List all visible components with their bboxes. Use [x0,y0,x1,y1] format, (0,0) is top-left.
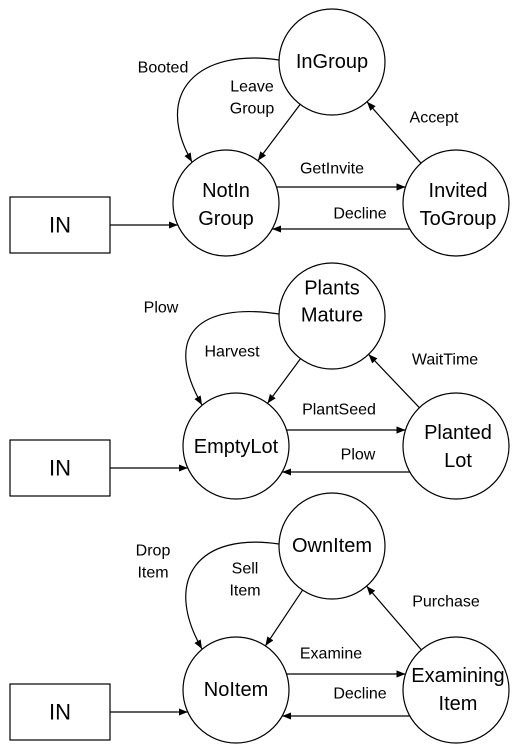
transition-arrow [267,358,301,404]
transition-arrow [264,589,304,647]
state-label: OwnItem [292,535,372,557]
transition-arc [185,541,280,650]
transition-arrow [368,353,420,409]
transition-label: Item [229,583,260,600]
state-label: Invited [429,180,488,202]
state-node-right [402,149,510,257]
state-label: Planted [424,422,492,444]
state-node-top [278,262,386,370]
state-machine-2: INPlantsMatureEmptyLotPlantedLotPlowHarv… [9,262,510,500]
transition-arrow [366,585,422,651]
state-label: NoItem [204,679,268,701]
transition-label: Booted [138,60,189,77]
transition-label: PlantSeed [302,402,376,419]
transition-label: Decline [333,206,386,223]
state-node-top [278,8,386,116]
transition-arrow [257,104,301,161]
state-node-right [402,636,510,744]
state-label: Group [198,208,254,230]
entry-box [9,196,111,254]
transition-label: Accept [410,110,459,127]
state-label: Mature [301,305,363,327]
state-label: InGroup [296,51,368,73]
transition-label: Item [137,565,168,582]
state-label: EmptyLot [194,436,279,458]
state-label: NotIn [202,180,250,202]
transition-label: Group [230,101,275,118]
state-node-left [172,149,280,257]
state-node-left [182,636,290,744]
transition-label: Decline [333,686,386,703]
entry-box [9,683,111,741]
transition-arc [185,310,280,406]
state-label: ToGroup [420,208,497,230]
transition-label: Sell [232,561,259,578]
transition-label: Plow [341,447,376,464]
state-node-left [182,392,290,500]
entry-label: IN [49,700,71,725]
state-label: Item [439,693,478,715]
state-node-top [278,492,386,600]
state-node-right [402,392,510,500]
state-machine-1: INInGroupNotInGroupInvitedToGroupBootedL… [9,8,510,257]
entry-label: IN [49,456,71,481]
transition-label: Examine [300,646,362,663]
transition-arrow [366,101,422,164]
transition-label: Leave [230,79,274,96]
entry-box [9,439,111,497]
transition-label: Drop [136,543,171,560]
state-label: Lot [444,450,472,472]
transition-label: Harvest [204,344,260,361]
transition-label: Purchase [412,594,480,611]
state-label: Examining [411,665,504,687]
state-label: Plants [304,278,360,300]
entry-label: IN [49,213,71,238]
transition-arc [176,57,280,163]
transition-label: WaitTime [412,352,478,369]
transition-label: GetInvite [300,161,364,178]
transition-label: Plow [144,300,179,317]
